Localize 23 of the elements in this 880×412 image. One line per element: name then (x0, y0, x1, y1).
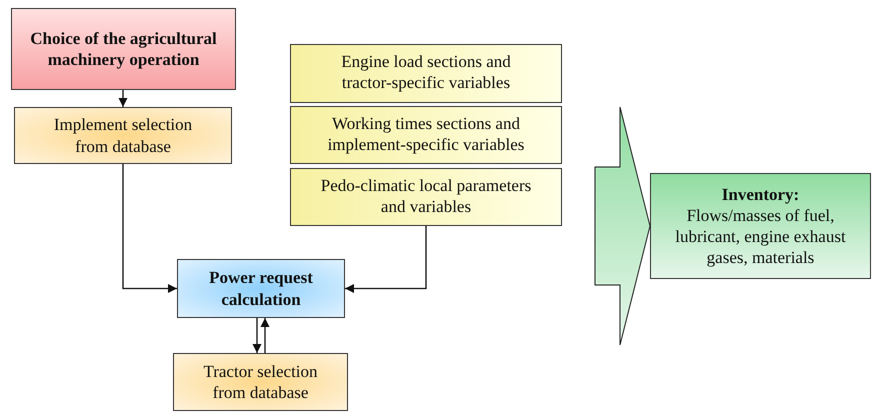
result-box (650, 173, 871, 279)
box-text: Tractor selection from database (202, 360, 319, 404)
arrow (260, 318, 270, 353)
box-text: Flows/masses of fuel, lubricant, engine exhaust gases, materials (674, 204, 847, 268)
process-box (177, 259, 345, 318)
input-box (290, 44, 562, 103)
input-box (290, 106, 562, 164)
box-text: Implement selection from database (52, 114, 194, 157)
arrow (118, 90, 128, 107)
arrow (345, 226, 427, 293)
box-text: Engine load sections and tractor-specific variables (340, 51, 512, 94)
box-text: Choice of the agricultural machinery operation (29, 28, 218, 70)
box-text: Working times sections and implement-specific variables (326, 113, 526, 156)
box-heading: Inventory: (722, 184, 800, 205)
start-box (11, 8, 236, 90)
block-arrow (594, 106, 651, 346)
database-box (14, 107, 232, 164)
box-text: Power request calculation (208, 267, 314, 310)
arrow (252, 318, 262, 353)
database-box (173, 353, 348, 411)
input-box (290, 168, 562, 226)
arrow (122, 164, 177, 293)
box-text: Pedo-climatic local parameters and variables (320, 175, 532, 218)
